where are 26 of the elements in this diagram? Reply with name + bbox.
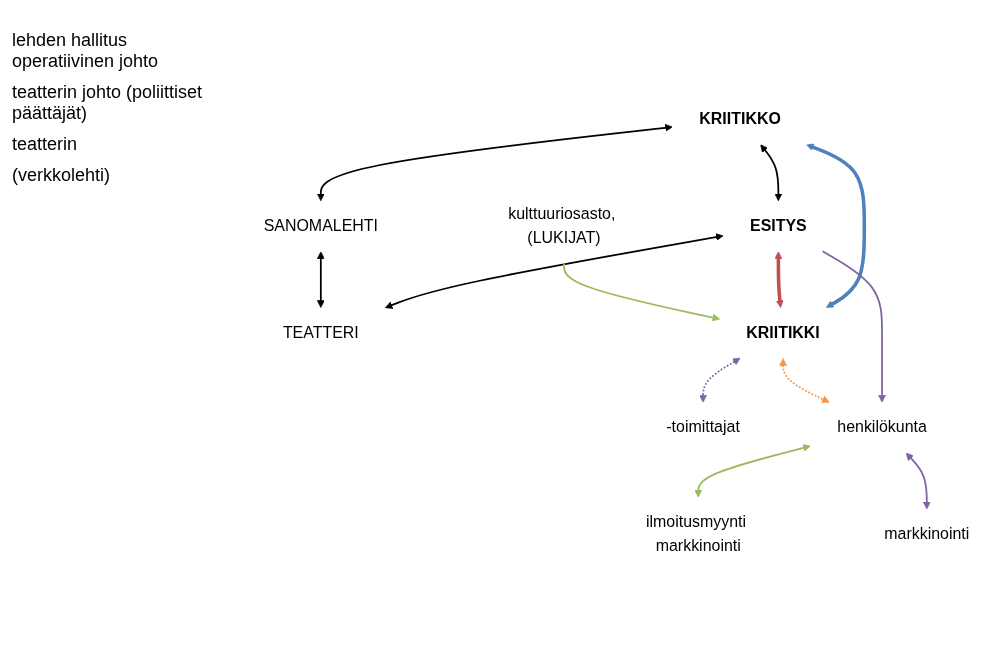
arrow [806, 143, 867, 309]
node-text: kulttuuriosasto, (LUKIJAT) [508, 204, 616, 247]
node-text: ESITYS [750, 216, 807, 235]
arrow [821, 250, 886, 403]
node-text: KRIITIKKO [699, 110, 781, 128]
arrow [699, 358, 741, 403]
arrow [760, 144, 783, 202]
node-text: KRIITIKKI [746, 323, 820, 342]
arrow [563, 262, 721, 322]
arrow [385, 233, 724, 309]
node-text: ilmoitusmyynti markkinointi [645, 513, 747, 555]
arrow [779, 358, 830, 403]
node-text: TEATTERI [282, 323, 359, 342]
note-text: teatterin [12, 134, 79, 155]
arrow [316, 124, 673, 202]
node-text: SANOMALEHTI [263, 216, 378, 235]
note-text: teatterin johto (poliittiset päättäjät) [12, 82, 204, 124]
node-text: henkilökunta [837, 418, 927, 437]
arrow [694, 444, 811, 498]
note-text: lehden hallitus operatiivinen johto [12, 30, 160, 72]
node-text: -toimittajat [666, 418, 740, 437]
arrow [774, 251, 784, 309]
node-text: markkinointi [884, 525, 970, 543]
arrow [316, 251, 325, 309]
arrow [905, 452, 931, 510]
note-text: (verkkolehti) [12, 165, 112, 186]
